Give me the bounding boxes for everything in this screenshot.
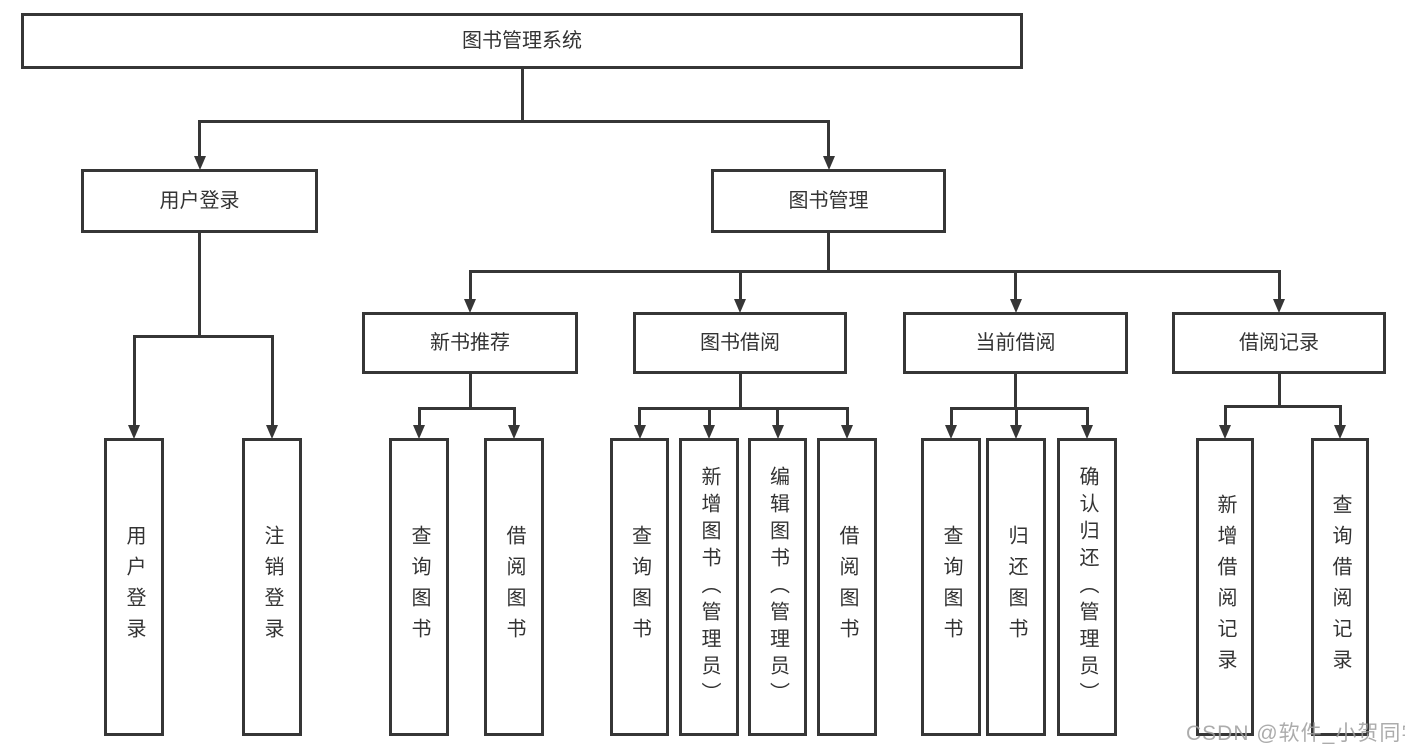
- connector-line: [1338, 405, 1342, 427]
- node-leaf-borrow-books-rec: 借阅图书: [484, 438, 544, 736]
- node-leaf-borrow-books: 借阅图书: [817, 438, 877, 736]
- connector-line: [468, 374, 472, 410]
- connector-line: [638, 407, 641, 427]
- node-label: 图书管理系统: [462, 30, 582, 52]
- node-borrow-records: 借阅记录: [1172, 312, 1386, 374]
- connector-line: [198, 233, 201, 338]
- connector-line: [512, 407, 516, 427]
- node-user-login: 用户登录: [81, 169, 318, 233]
- arrowhead-down-icon: [822, 156, 835, 170]
- arrowhead-down-icon: [464, 299, 476, 313]
- node-leaf-query-books-current: 查询图书: [921, 438, 981, 736]
- node-label: 新增图书（管理员）: [698, 465, 720, 709]
- node-label: 用户登录: [123, 525, 145, 649]
- node-leaf-add-books-admin: 新增图书（管理员）: [679, 438, 739, 736]
- node-current-borrow: 当前借阅: [903, 312, 1128, 374]
- node-label: 新书推荐: [430, 332, 510, 354]
- connector-line: [1223, 405, 1227, 427]
- connector-line: [198, 120, 830, 123]
- node-label: 借阅图书: [503, 525, 525, 649]
- node-leaf-user-login: 用户登录: [104, 438, 164, 736]
- connector-line: [827, 120, 830, 158]
- connector-line: [132, 335, 274, 338]
- connector-line: [949, 407, 1089, 410]
- node-root: 图书管理系统: [21, 13, 1023, 69]
- connector-line: [776, 407, 779, 427]
- connector-line: [468, 270, 1281, 273]
- node-book-mgmt: 图书管理: [711, 169, 946, 233]
- arrowhead-down-icon: [508, 425, 520, 439]
- node-label: 查询借阅记录: [1329, 494, 1351, 680]
- connector-line: [1014, 374, 1017, 410]
- node-label: 借阅记录: [1239, 332, 1319, 354]
- arrowhead-down-icon: [1010, 425, 1022, 439]
- connector-line: [417, 407, 516, 410]
- node-label: 借阅图书: [836, 525, 858, 649]
- node-label: 查询图书: [408, 525, 430, 649]
- connector-line: [520, 69, 524, 123]
- node-label: 注销登录: [261, 525, 283, 649]
- node-leaf-query-books-rec: 查询图书: [389, 438, 449, 736]
- connector-line: [738, 270, 742, 301]
- node-leaf-logout: 注销登录: [242, 438, 302, 736]
- arrowhead-down-icon: [128, 425, 140, 439]
- connector-line: [198, 120, 201, 158]
- connector-line: [270, 335, 274, 427]
- node-label: 当前借阅: [975, 332, 1056, 354]
- node-label: 图书借阅: [700, 332, 780, 354]
- arrowhead-down-icon: [734, 299, 746, 313]
- connector-line: [1277, 374, 1281, 408]
- connector-line: [845, 407, 849, 427]
- node-leaf-query-books-borrow: 查询图书: [610, 438, 669, 736]
- connector-line: [417, 407, 421, 427]
- connector-line: [1277, 270, 1281, 301]
- node-label: 查询图书: [628, 525, 651, 649]
- connector-line: [707, 407, 711, 427]
- node-label: 查询图书: [940, 525, 962, 649]
- arrowhead-down-icon: [703, 425, 715, 439]
- node-label: 用户登录: [159, 190, 240, 212]
- node-new-book-rec: 新书推荐: [362, 312, 578, 374]
- arrowhead-down-icon: [841, 425, 853, 439]
- arrowhead-down-icon: [633, 425, 646, 439]
- arrowhead-down-icon: [1009, 299, 1022, 313]
- arrowhead-down-icon: [193, 156, 206, 170]
- node-leaf-confirm-return: 确认归还（管理员）: [1057, 438, 1117, 736]
- node-label: 归还图书: [1005, 525, 1027, 649]
- connector-line: [1223, 405, 1342, 408]
- arrowhead-down-icon: [1273, 299, 1285, 313]
- arrowhead-down-icon: [1334, 425, 1346, 439]
- node-label: 图书管理: [788, 190, 869, 212]
- node-label: 新增借阅记录: [1214, 494, 1236, 680]
- node-book-borrow: 图书借阅: [633, 312, 847, 374]
- arrowhead-down-icon: [1219, 425, 1231, 439]
- connector-line: [468, 270, 472, 301]
- node-label: 编辑图书（管理员）: [766, 465, 789, 709]
- arrowhead-down-icon: [945, 425, 957, 439]
- arrowhead-down-icon: [1081, 425, 1093, 439]
- connector-line: [1085, 407, 1089, 427]
- node-leaf-return-books: 归还图书: [986, 438, 1046, 736]
- connector-line: [827, 233, 830, 273]
- arrowhead-down-icon: [266, 425, 278, 439]
- connector-line: [738, 374, 742, 410]
- connector-line: [638, 407, 849, 410]
- node-leaf-add-borrow-record: 新增借阅记录: [1196, 438, 1254, 736]
- connector-line: [1014, 407, 1018, 427]
- node-leaf-edit-books-admin: 编辑图书（管理员）: [748, 438, 807, 736]
- node-label: 确认归还（管理员）: [1076, 465, 1098, 709]
- csdn-watermark: CSDN @软件_小贺同学: [1186, 722, 1405, 745]
- arrowhead-down-icon: [771, 425, 784, 439]
- connector-line: [949, 407, 953, 427]
- connector-line: [132, 335, 136, 427]
- node-leaf-query-borrow-record: 查询借阅记录: [1311, 438, 1369, 736]
- arrowhead-down-icon: [413, 425, 425, 439]
- connector-line: [1014, 270, 1017, 301]
